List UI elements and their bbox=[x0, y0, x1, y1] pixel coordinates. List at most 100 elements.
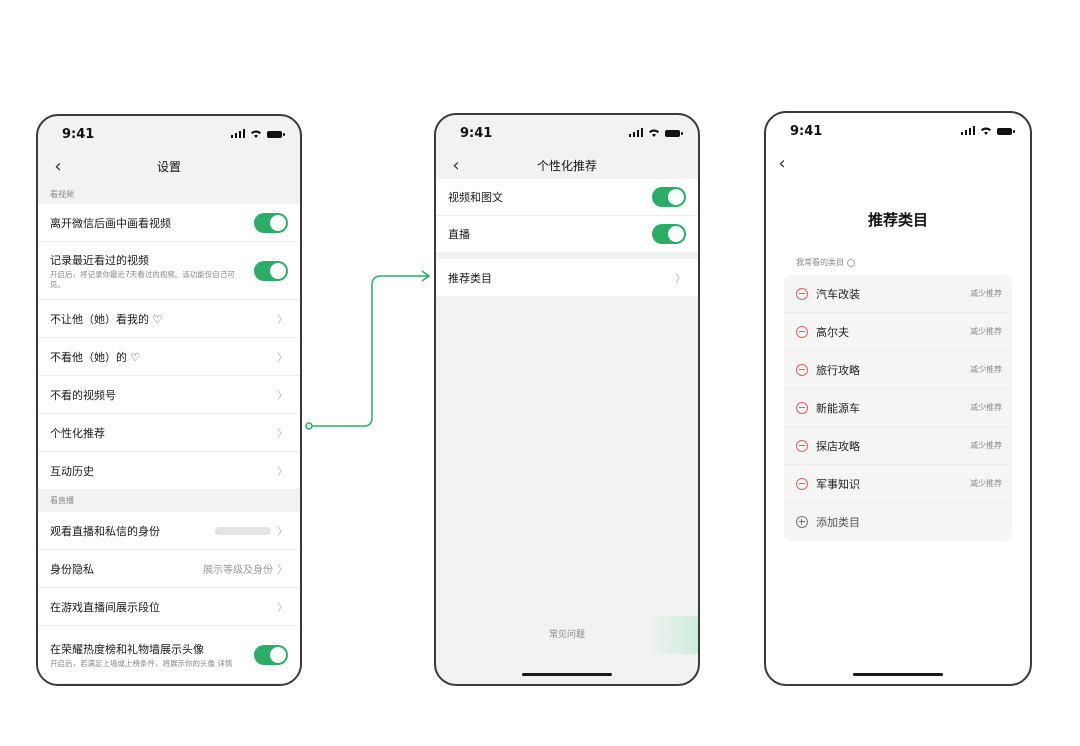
history-row[interactable]: 记录最近看过的视频 开启后，将记录你最近7天看过的视频。该功能仅自己可见。 bbox=[38, 242, 300, 300]
section-label-frequent: 我常看的类目 bbox=[796, 257, 855, 268]
category-name: 旅行攻略 bbox=[816, 363, 860, 377]
list-item: 探店攻略 减少推荐 bbox=[784, 427, 1012, 465]
row-value: 展示等级及身份 bbox=[203, 565, 273, 576]
remove-circle-icon[interactable] bbox=[796, 439, 808, 452]
row-label: 离开微信后画中画看视频 bbox=[50, 216, 171, 230]
nav-bar: ‹ bbox=[766, 149, 1030, 181]
remove-circle-icon[interactable] bbox=[796, 325, 808, 338]
blurred-value bbox=[215, 526, 271, 535]
info-icon[interactable] bbox=[847, 258, 855, 267]
row-description: 开启后，将记录你最近7天看过的视频。该功能仅自己可见。 bbox=[50, 269, 235, 289]
game-rank-row[interactable]: 在游戏直播间展示段位 〉 bbox=[38, 588, 300, 626]
row-label: 视频和图文 bbox=[448, 191, 503, 204]
personalized-screen: 9:41 ‹ 个性化推荐 视频和图文 直播 推荐类目 〉 常见问题 bbox=[434, 113, 700, 686]
page-title: 个性化推荐 bbox=[536, 159, 597, 173]
recommend-category-row[interactable]: 推荐类目 〉 bbox=[436, 259, 698, 297]
pip-video-row[interactable]: 离开微信后画中画看视频 bbox=[38, 204, 300, 242]
category-list: 汽车改装 减少推荐 高尔夫 减少推荐 旅行攻略 减少推荐 新能源车 减少推荐 探… bbox=[784, 275, 1012, 541]
chevron-right-icon: 〉 bbox=[277, 562, 288, 576]
pip-toggle[interactable] bbox=[254, 212, 288, 233]
list-item[interactable]: 不看的视频号 〉 bbox=[38, 376, 300, 414]
remove-circle-icon[interactable] bbox=[796, 401, 808, 414]
faq-link[interactable]: 常见问题 bbox=[548, 630, 585, 640]
wifi-icon bbox=[251, 130, 261, 138]
add-category-button[interactable]: 添加类目 bbox=[784, 503, 1012, 541]
category-name: 汽车改装 bbox=[816, 287, 860, 301]
page-title: 推荐类目 bbox=[867, 211, 928, 229]
arrow-head-icon bbox=[421, 270, 431, 282]
row-label: 记录最近看过的视频 bbox=[50, 253, 149, 267]
honor-toggle[interactable] bbox=[254, 644, 288, 665]
battery-icon bbox=[267, 131, 285, 138]
list-item[interactable]: 不看他（她）的 ♡ 〉 bbox=[38, 338, 300, 376]
reduce-recommend-button[interactable]: 减少推荐 bbox=[970, 441, 1002, 450]
section-label-watch: 看视频 bbox=[38, 186, 300, 204]
wifi-icon bbox=[649, 129, 659, 137]
history-toggle[interactable] bbox=[254, 260, 288, 281]
chevron-right-icon: 〉 bbox=[675, 271, 686, 285]
list-item: 高尔夫 减少推荐 bbox=[784, 313, 1012, 351]
honor-avatar-row[interactable]: 在荣耀热度榜和礼物墙展示头像 开启后，若满足上墙或上榜条件，将展示你的头像 详情 bbox=[38, 626, 300, 684]
connector-start-dot bbox=[305, 422, 313, 430]
home-indicator bbox=[853, 673, 943, 676]
row-label: 不让他（她）看我的 ♡ bbox=[50, 312, 163, 326]
signal-icon bbox=[628, 128, 643, 137]
chevron-left-icon[interactable]: ‹ bbox=[54, 156, 62, 177]
list-item[interactable]: 不让他（她）看我的 ♡ 〉 bbox=[38, 300, 300, 338]
chevron-left-icon[interactable]: ‹ bbox=[778, 153, 786, 174]
personalized-recommend-row[interactable]: 个性化推荐 〉 bbox=[38, 414, 300, 452]
chevron-right-icon: 〉 bbox=[277, 524, 288, 538]
add-circle-icon bbox=[796, 516, 808, 528]
identity-privacy-row[interactable]: 身份隐私 展示等级及身份 〉 bbox=[38, 550, 300, 588]
category-name: 军事知识 bbox=[816, 477, 860, 491]
wifi-icon bbox=[981, 127, 991, 135]
status-bar: 9:41 bbox=[766, 113, 1030, 149]
remove-circle-icon[interactable] bbox=[796, 477, 808, 490]
live-toggle[interactable] bbox=[652, 224, 686, 244]
row-label: 不看的视频号 bbox=[50, 388, 116, 402]
category-name: 探店攻略 bbox=[816, 439, 860, 453]
signal-icon bbox=[230, 129, 245, 138]
row-label: 在荣耀热度榜和礼物墙展示头像 bbox=[50, 642, 204, 656]
battery-icon bbox=[665, 130, 683, 137]
status-time: 9:41 bbox=[460, 126, 493, 141]
chevron-left-icon[interactable]: ‹ bbox=[452, 155, 460, 176]
status-bar: 9:41 bbox=[436, 115, 698, 151]
category-name: 新能源车 bbox=[816, 401, 860, 415]
list-item[interactable]: 互动历史 〉 bbox=[38, 452, 300, 490]
nav-bar: ‹ 设置 bbox=[38, 152, 300, 184]
remove-circle-icon[interactable] bbox=[796, 287, 808, 300]
list-item: 军事知识 减少推荐 bbox=[784, 465, 1012, 503]
settings-screen: 9:41 ‹ 设置 看视频 离开微信后画中画看视频 记录最近看过的视频 开启后，… bbox=[36, 114, 302, 686]
page-title: 设置 bbox=[156, 160, 181, 174]
list-item: 汽车改装 减少推荐 bbox=[784, 275, 1012, 313]
category-name: 高尔夫 bbox=[816, 325, 849, 339]
row-label: 直播 bbox=[448, 228, 470, 241]
row-label: 观看直播和私信的身份 bbox=[50, 524, 160, 538]
status-time: 9:41 bbox=[62, 127, 95, 142]
signal-icon bbox=[960, 126, 975, 135]
chevron-right-icon: 〉 bbox=[277, 388, 288, 402]
live-row[interactable]: 直播 bbox=[436, 216, 698, 253]
section-label-live: 看直播 bbox=[38, 490, 300, 512]
row-label: 互动历史 bbox=[50, 464, 94, 478]
battery-icon bbox=[997, 128, 1015, 135]
nav-bar: ‹ 个性化推荐 bbox=[436, 151, 698, 183]
reduce-recommend-button[interactable]: 减少推荐 bbox=[970, 479, 1002, 488]
row-label: 身份隐私 bbox=[50, 562, 94, 576]
reduce-recommend-button[interactable]: 减少推荐 bbox=[970, 365, 1002, 374]
video-text-toggle[interactable] bbox=[652, 187, 686, 207]
video-text-row[interactable]: 视频和图文 bbox=[436, 179, 698, 216]
live-identity-row[interactable]: 观看直播和私信的身份 〉 bbox=[38, 512, 300, 550]
chevron-right-icon: 〉 bbox=[277, 312, 288, 326]
reduce-recommend-button[interactable]: 减少推荐 bbox=[970, 289, 1002, 298]
reduce-recommend-button[interactable]: 减少推荐 bbox=[970, 403, 1002, 412]
chevron-right-icon: 〉 bbox=[277, 426, 288, 440]
status-bar: 9:41 bbox=[38, 116, 300, 152]
status-time: 9:41 bbox=[790, 124, 823, 139]
list-item: 旅行攻略 减少推荐 bbox=[784, 351, 1012, 389]
reduce-recommend-button[interactable]: 减少推荐 bbox=[970, 327, 1002, 336]
chevron-right-icon: 〉 bbox=[277, 600, 288, 614]
touch-highlight bbox=[646, 616, 698, 654]
remove-circle-icon[interactable] bbox=[796, 363, 808, 376]
